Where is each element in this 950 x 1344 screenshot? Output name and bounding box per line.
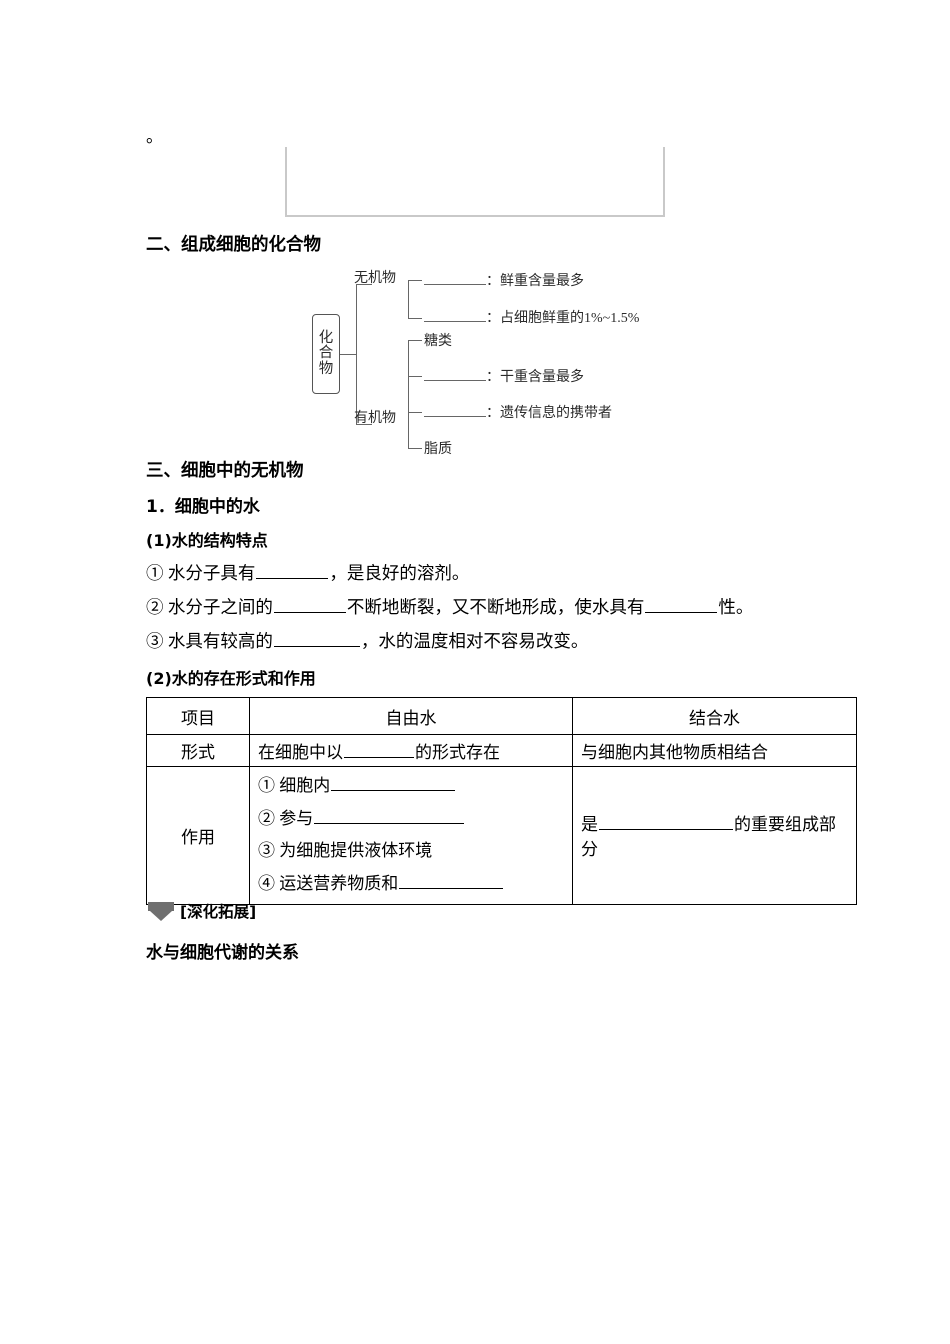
table-row-use: 作用 ① 细胞内 ② 参与 ③ 为细胞提供液体环境 ④ 运送营养物质和 — [146, 766, 857, 905]
diagram-leaf-organic-2: ：干重含量最多 — [424, 366, 584, 386]
diagram-label-inorganic: 无机物 — [354, 271, 396, 286]
structure-point-2-prefix: ② 水分子之间的 — [146, 597, 273, 617]
use-free-item-2-text: ② 参与 — [258, 808, 314, 828]
diagram-line-inorganic-leaf-2 — [408, 318, 422, 319]
use-free-item-3-text: ③ 为细胞提供液体环境 — [258, 841, 433, 861]
diagram-leaf-organic-4: 脂质 — [424, 442, 452, 457]
structure-point-2-blank-2 — [645, 595, 718, 613]
use-bound-suffix: 的重要组成部分 — [581, 815, 836, 860]
section-heading-three: 三、细胞中的无机物 — [146, 461, 304, 481]
use-free-item-4-blank — [399, 872, 504, 889]
table-row-use-free: ① 细胞内 ② 参与 ③ 为细胞提供液体环境 ④ 运送营养物质和 — [249, 766, 573, 905]
use-bound-blank — [599, 813, 733, 831]
root-char-2: 合 — [318, 345, 334, 362]
table-row-form-free: 在细胞中以 的形式存在 — [249, 734, 573, 767]
diagram-line-main-spine — [356, 284, 357, 424]
diagram-label-organic: 有机物 — [354, 411, 396, 426]
deepen-tag-row: [深化拓展] — [144, 900, 256, 922]
diagram-line-organic-leaf-1 — [408, 340, 422, 341]
table-row-use-bound: 是的重要组成部分 — [572, 766, 857, 905]
structure-point-2: ② 水分子之间的 不断地断裂，又不断地形成，使水具有 性。 — [146, 594, 753, 619]
diagram-line-inorganic-spine — [408, 280, 409, 318]
down-arrow-head — [150, 911, 172, 921]
structure-point-3-blank — [273, 629, 360, 647]
diagram-leaf-inorganic-1-text: ：鲜重含量最多 — [486, 274, 584, 289]
paragraph-heading-water-forms: (2)水的存在形式和作用 — [146, 669, 316, 688]
stray-punctuation: 。 — [146, 127, 163, 146]
use-free-item-2-blank — [314, 806, 465, 824]
table-row-form-bound: 与细胞内其他物质相结合 — [572, 734, 857, 767]
deepen-title: 水与细胞代谢的关系 — [146, 943, 299, 963]
section-heading-two: 二、组成细胞的化合物 — [146, 235, 321, 255]
use-free-item-3: ③ 为细胞提供液体环境 — [258, 835, 564, 868]
structure-point-1-blank — [256, 561, 329, 579]
diagram-line-root-stub — [340, 354, 356, 355]
paragraph-heading-water-structure: (1)水的结构特点 — [146, 531, 268, 550]
root-char-1: 化 — [318, 329, 334, 346]
diagram-line-organic-arm — [356, 424, 372, 425]
table-header-item: 项目 — [146, 697, 250, 735]
diagram-leaf-organic-3-text: ：遗传信息的携带者 — [486, 406, 612, 421]
down-arrow-icon — [144, 900, 178, 922]
use-free-item-1-blank — [331, 774, 456, 791]
diagram-line-organic-leaf-3 — [408, 412, 422, 413]
form-free-prefix: 在细胞中以 — [258, 743, 343, 762]
diagram-leaf-organic-2-text: ：干重含量最多 — [486, 370, 584, 385]
diagram-leaf-organic-3: ：遗传信息的携带者 — [424, 402, 612, 422]
diagram-blank-inorganic-1 — [424, 272, 486, 285]
use-free-item-1: ① 细胞内 — [258, 770, 564, 803]
compound-classification-diagram: 化 合 物 无机物 有机物 ：鲜重含量最多 ：占细胞鲜重的1%~ — [300, 262, 700, 457]
diagram-line-organic-leaf-4 — [408, 448, 422, 449]
use-bound-prefix: 是 — [581, 815, 598, 835]
use-free-item-4: ④ 运送营养物质和 — [258, 868, 564, 901]
structure-point-3-suffix: ，水的温度相对不容易改变。 — [360, 631, 589, 651]
diagram-line-inorganic-arm — [356, 284, 372, 285]
structure-point-2-middle: 不断地断裂，又不断地形成，使水具有 — [346, 597, 645, 617]
diagram-line-organic-leaf-2 — [408, 376, 422, 377]
use-free-item-1-text: ① 细胞内 — [258, 776, 331, 795]
diagram-line-inorganic-leaf-1 — [408, 280, 422, 281]
empty-framed-box — [285, 147, 665, 217]
subsection-heading-cell-water: 1．细胞中的水 — [146, 497, 260, 517]
structure-point-3: ③ 水具有较高的 ，水的温度相对不容易改变。 — [146, 628, 588, 653]
table-header-free-water: 自由水 — [249, 697, 573, 735]
table-row-form-label: 形式 — [146, 734, 250, 767]
diagram-leaf-inorganic-1: ：鲜重含量最多 — [424, 270, 584, 290]
form-free-suffix: 的形式存在 — [415, 743, 500, 762]
table-header-bound-water: 结合水 — [572, 697, 857, 735]
structure-point-2-blank-1 — [273, 595, 346, 613]
diagram-leaf-organic-1: 糖类 — [424, 334, 452, 349]
water-forms-table: 项目 自由水 结合水 形式 在细胞中以 的形式存在 与细胞内其他物质相结合 作用 … — [146, 697, 857, 905]
form-free-blank — [344, 741, 414, 758]
use-free-item-2: ② 参与 — [258, 803, 564, 836]
root-char-3: 物 — [318, 360, 334, 377]
use-free-item-4-text: ④ 运送营养物质和 — [258, 873, 399, 893]
deepen-tag-label: [深化拓展] — [180, 903, 257, 921]
diagram-blank-organic-3 — [424, 404, 486, 417]
structure-point-3-prefix: ③ 水具有较高的 — [146, 631, 273, 651]
diagram-line-organic-spine — [408, 340, 409, 448]
structure-point-1-suffix: ，是良好的溶剂。 — [329, 563, 470, 583]
diagram-blank-inorganic-2 — [424, 309, 486, 322]
diagram-root-compound: 化 合 物 — [312, 314, 340, 394]
table-row-form: 形式 在细胞中以 的形式存在 与细胞内其他物质相结合 — [146, 734, 857, 767]
diagram-blank-organic-2 — [424, 368, 486, 381]
down-arrow-shaft — [148, 902, 174, 911]
diagram-leaf-inorganic-2: ：占细胞鲜重的1%~1.5% — [424, 307, 639, 327]
diagram-leaf-inorganic-2-text: ：占细胞鲜重的1%~1.5% — [486, 311, 640, 326]
structure-point-2-suffix: 性。 — [718, 597, 754, 617]
structure-point-1-prefix: ① 水分子具有 — [146, 563, 256, 583]
table-header-row: 项目 自由水 结合水 — [146, 697, 857, 735]
structure-point-1: ① 水分子具有 ，是良好的溶剂。 — [146, 560, 469, 585]
table-row-use-label: 作用 — [146, 766, 250, 905]
